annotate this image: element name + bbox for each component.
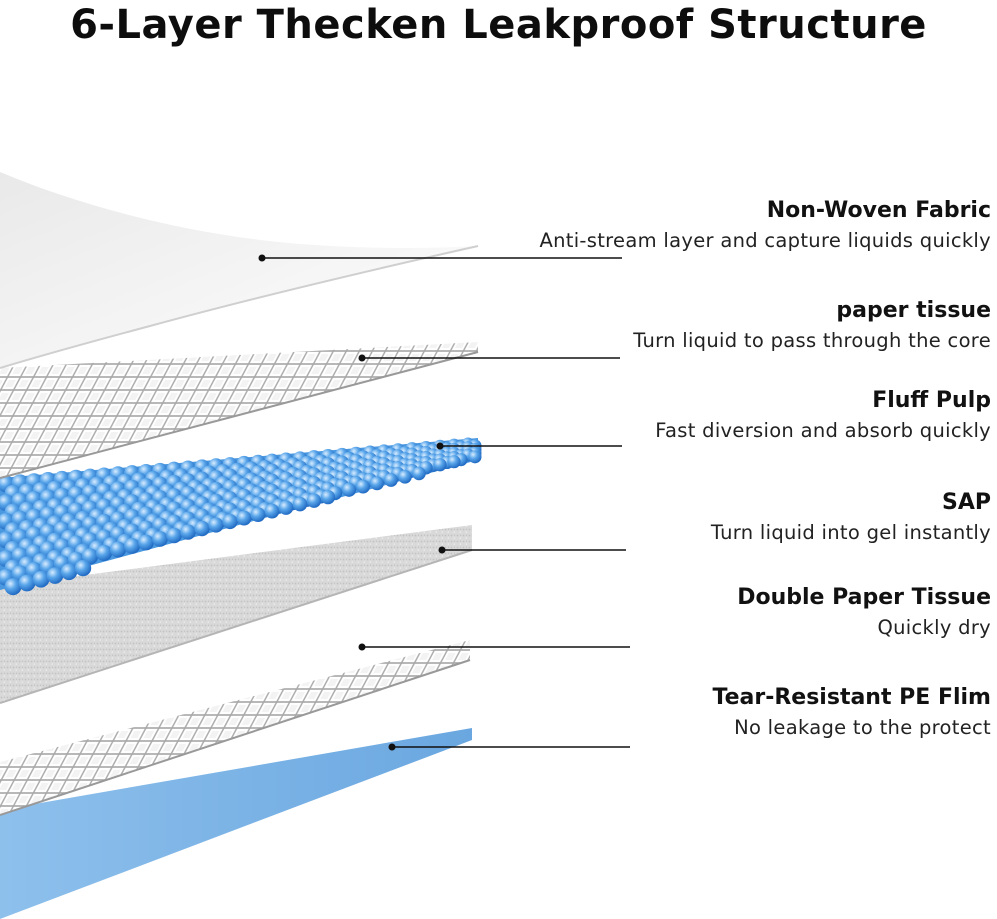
layer-name: Double Paper Tissue [737,585,991,610]
layer-name: SAP [942,490,991,515]
layer-non-woven-fabric [0,172,478,368]
layer-name: Non-Woven Fabric [766,198,991,223]
layer-name: paper tissue [836,298,991,323]
label-double-paper-tissue: Double Paper Tissue Quickly dry [737,583,991,643]
label-pe-film: Tear-Resistant PE Flim No leakage to the… [713,683,991,743]
layer-description: Quickly dry [877,616,991,639]
label-fluff-pulp: Fluff Pulp Fast diversion and absorb qui… [655,386,991,446]
sap-beads [0,437,482,596]
layer-film [0,728,472,919]
layer-description: Turn liquid to pass through the core [633,329,991,352]
layer-name: Fluff Pulp [872,388,991,413]
layer-fluff-pulp [0,525,472,703]
label-non-woven-fabric: Non-Woven Fabric Anti-stream layer and c… [539,196,991,256]
layer-paper-tissue [0,342,478,478]
layer-description: Turn liquid into gel instantly [710,521,991,544]
layer-description: Anti-stream layer and capture liquids qu… [539,229,991,252]
layer-description: Fast diversion and absorb quickly [655,419,991,442]
diagram-title: 6-Layer Thecken Leakproof Structure [70,2,927,48]
label-paper-tissue: paper tissue Turn liquid to pass through… [633,296,991,356]
layer-description: No leakage to the protect [734,716,991,739]
layer-name: Tear-Resistant PE Flim [712,685,991,710]
layer-double-tissue [0,640,470,815]
leader-lines [258,254,630,751]
label-sap: SAP Turn liquid into gel instantly [711,488,991,548]
